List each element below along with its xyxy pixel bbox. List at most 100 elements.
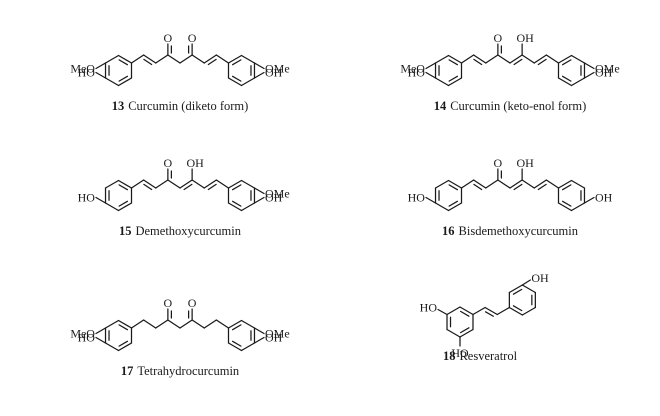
double-bond-inner	[143, 58, 153, 66]
double-bond-inner	[207, 58, 217, 66]
methoxy-label: MeO	[70, 327, 95, 341]
substituent-bond	[95, 336, 107, 344]
carbonyl-oxygen-label: O	[188, 31, 197, 45]
chain-bond	[179, 319, 193, 329]
double-bond-inner	[231, 340, 242, 347]
hydroxyl-label: HO	[78, 191, 96, 205]
chain-bond	[545, 54, 560, 64]
ring-bond	[104, 54, 120, 64]
substituent-bond	[253, 187, 265, 195]
ring-bond	[240, 202, 256, 212]
substituent-bond	[583, 62, 595, 70]
methoxy-label: OMe	[595, 62, 620, 76]
double-bond	[533, 179, 547, 189]
double-bond-inner	[231, 200, 242, 207]
compound-number: 16	[442, 224, 455, 238]
double-bond-inner	[231, 59, 242, 66]
double-bond-inner	[513, 183, 523, 191]
ring-bond	[434, 54, 450, 64]
chain-bond	[460, 54, 475, 64]
double-bond-inner	[512, 288, 523, 295]
double-bond-inner	[537, 183, 547, 191]
ring-bond	[240, 77, 256, 87]
compound-number: 13	[112, 99, 125, 113]
double-bond	[227, 202, 243, 212]
substituent-bond	[425, 62, 437, 70]
ring-bond	[570, 54, 586, 64]
double-bond	[509, 54, 523, 64]
phenol-ring: OH	[508, 271, 549, 316]
ring-bond	[104, 77, 120, 87]
double-bond	[459, 306, 474, 316]
hydroxyl-label: OH	[265, 191, 283, 205]
double-bond-inner	[448, 184, 459, 191]
hydroxyl-label: OH	[265, 331, 283, 345]
chain-bond	[191, 319, 205, 329]
ring-bond	[446, 328, 461, 338]
double-bond	[459, 328, 474, 338]
double-bond	[473, 54, 487, 64]
double-bond-inner	[512, 305, 523, 312]
double-bond-inner	[118, 340, 129, 347]
ring-bond	[446, 306, 461, 316]
double-bond-inner	[231, 324, 242, 331]
substituent-bond	[95, 196, 107, 204]
double-bond	[533, 54, 547, 64]
carbonyl-oxygen-label: O	[494, 31, 503, 45]
double-bond-inner	[143, 183, 153, 191]
hydroxyl-label: HO	[78, 331, 96, 345]
substituent-bond	[253, 71, 265, 79]
ring-bond	[240, 54, 256, 64]
double-bond	[508, 306, 523, 316]
double-bond	[484, 306, 498, 316]
double-bond	[117, 54, 133, 64]
chain-bond	[521, 179, 535, 189]
chain-bond	[130, 179, 145, 189]
chain-bond	[130, 54, 145, 64]
chain-bond	[167, 54, 181, 64]
double-bond	[143, 179, 157, 189]
double-bond	[203, 54, 217, 64]
ring-bond	[240, 342, 256, 352]
double-bond	[447, 77, 463, 87]
chain-bond	[203, 319, 217, 329]
chain-bond	[485, 54, 499, 64]
chain-bond	[215, 179, 230, 189]
compound-number: 17	[121, 364, 134, 378]
chain-bond	[167, 179, 181, 189]
double-bond	[227, 179, 243, 189]
hydroxyl-label: HO	[420, 301, 438, 315]
ring-bond	[434, 77, 450, 87]
double-bond-inner	[231, 75, 242, 82]
methoxy-label: MeO	[400, 62, 425, 76]
carbonyl-oxygen-label: O	[164, 156, 173, 170]
aryl-ring-right: OH	[557, 179, 613, 212]
chain-bond	[167, 319, 181, 329]
chain-bond	[155, 179, 169, 189]
double-bond-inner	[473, 183, 483, 191]
double-bond-inner	[561, 200, 572, 207]
chain-bond	[497, 54, 511, 64]
double-bond	[117, 202, 133, 212]
methoxy-label: OMe	[265, 187, 290, 201]
ring-bond	[521, 284, 536, 294]
double-bond-inner	[448, 59, 459, 66]
double-bond	[447, 54, 463, 64]
double-bond-inner	[561, 59, 572, 66]
carbonyl-oxygen-label: O	[494, 156, 503, 170]
hydroxyl-label: OH	[265, 66, 283, 80]
substituent-bond	[437, 308, 448, 316]
